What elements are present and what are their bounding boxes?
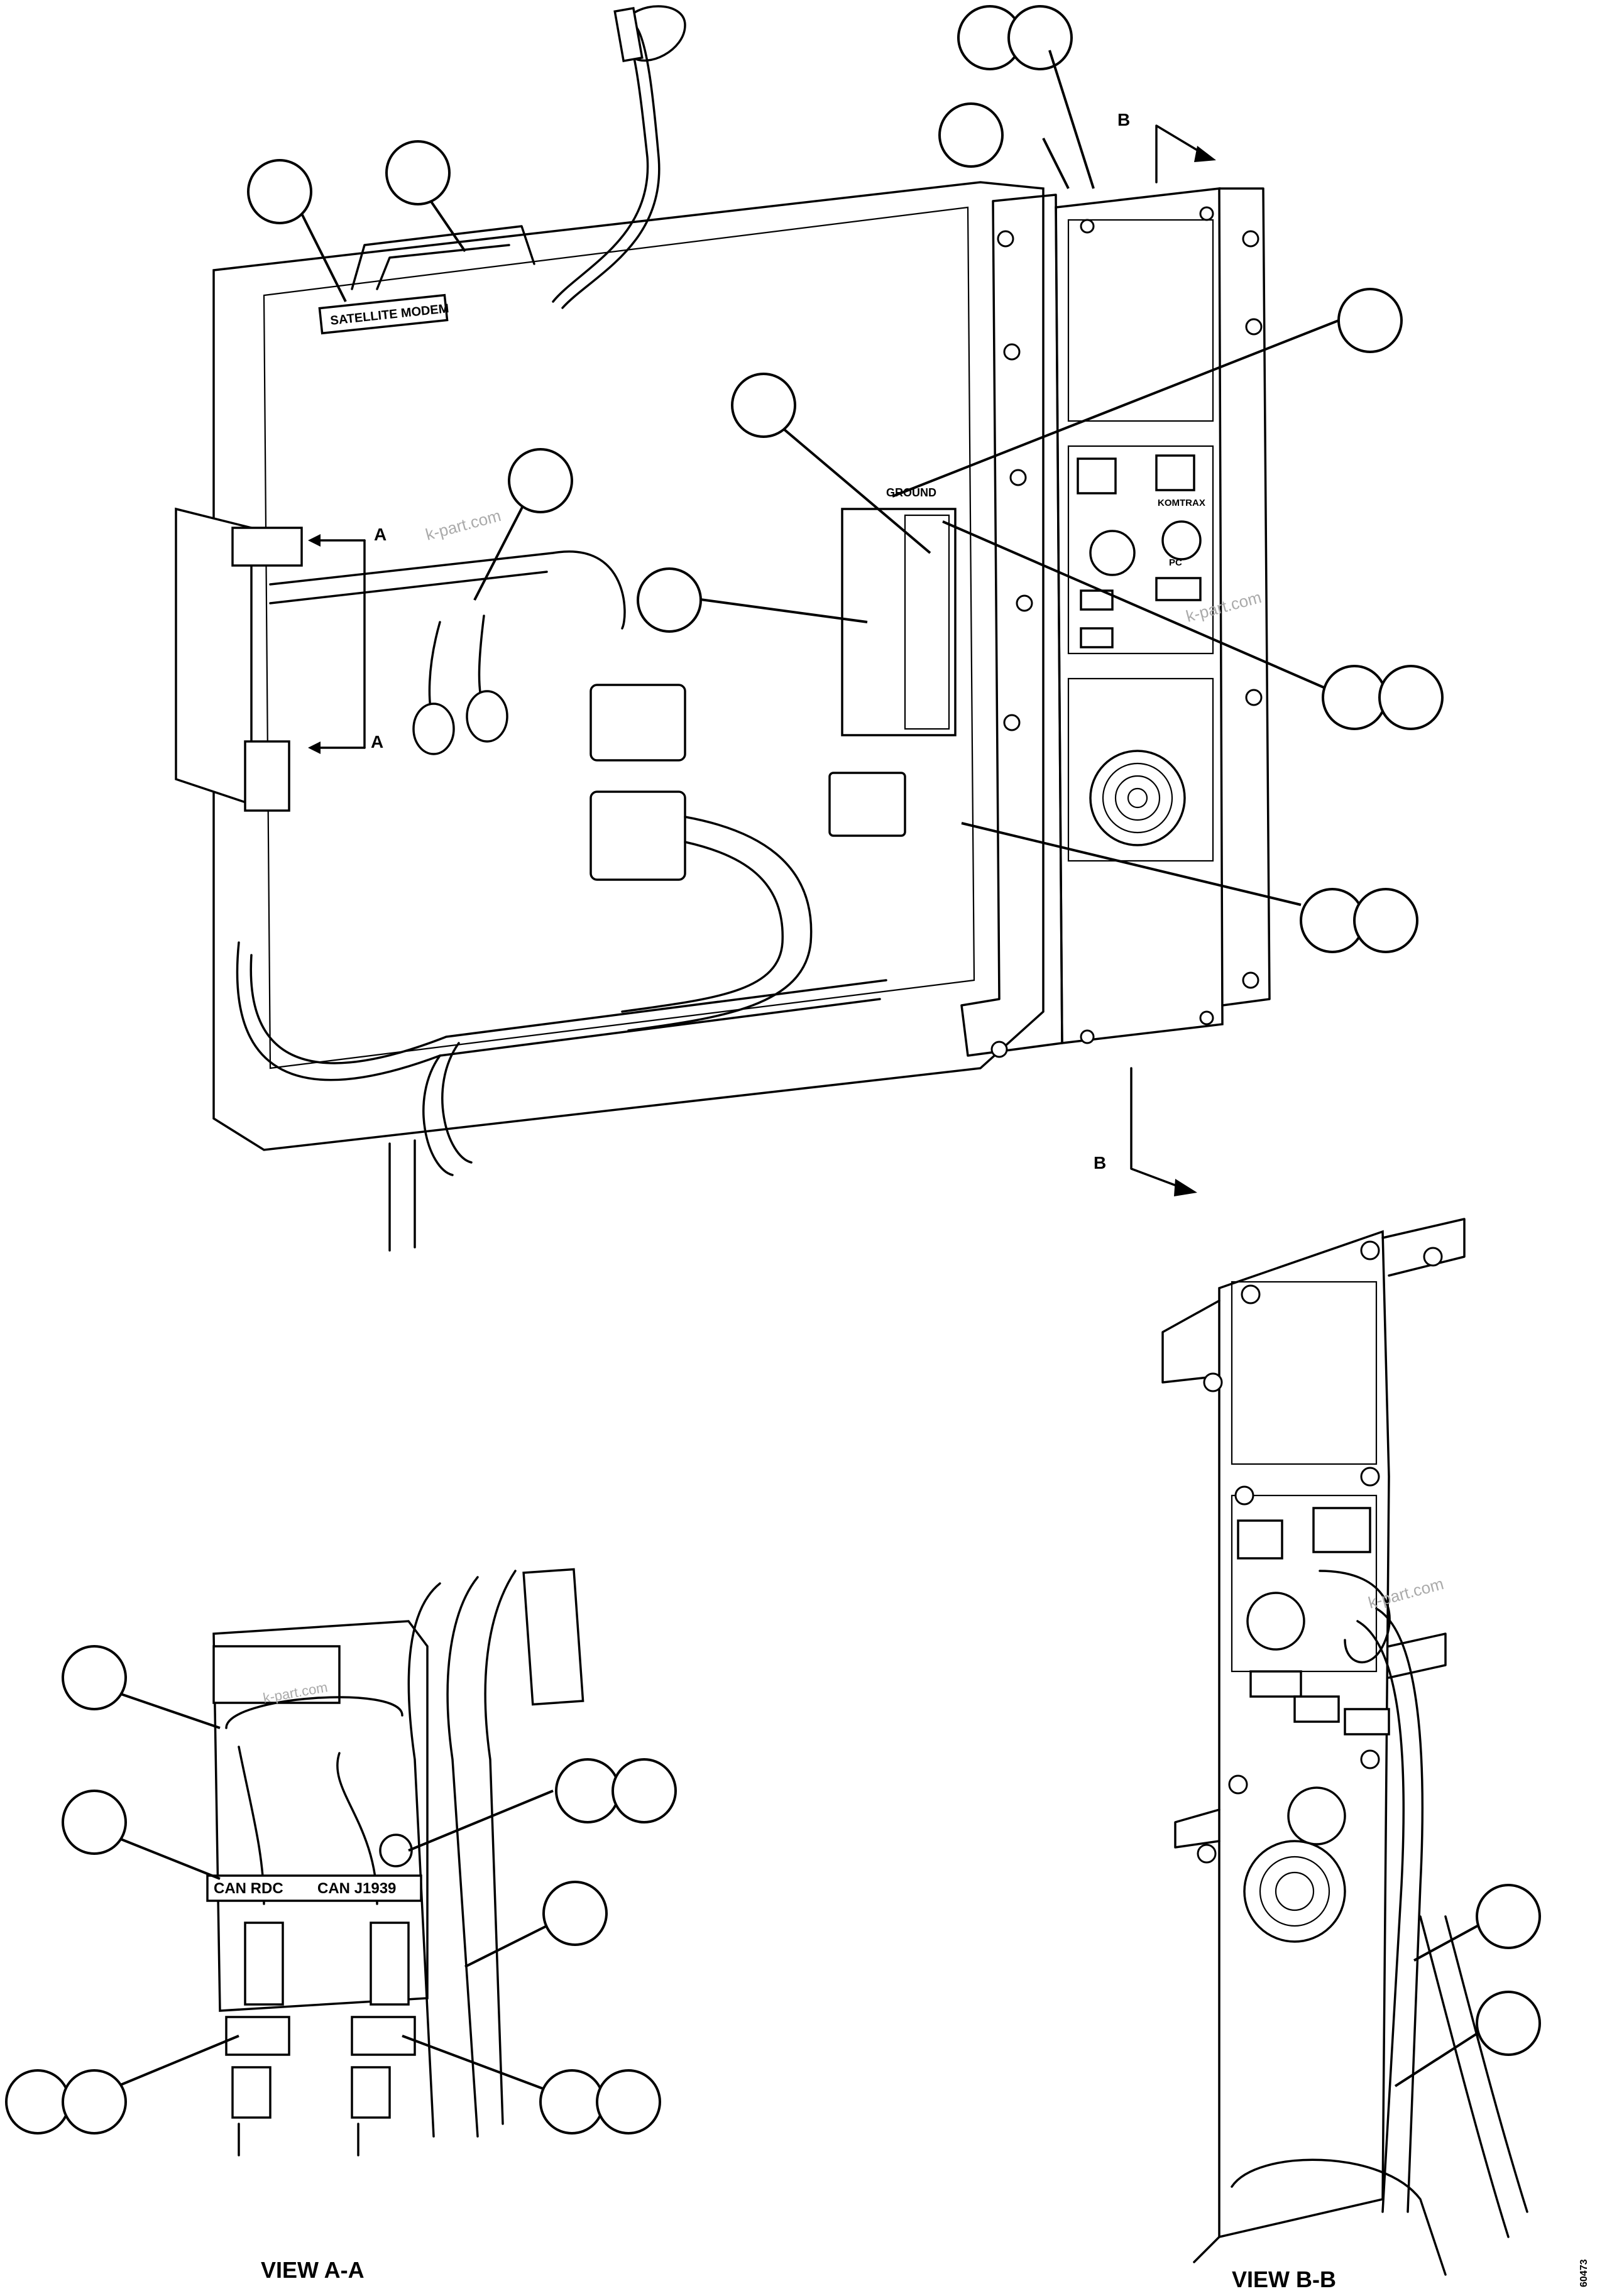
satellite-modem-label-plate <box>318 293 449 335</box>
callout-bubble <box>385 140 451 205</box>
view-aa-bracket <box>212 1620 429 2012</box>
view-bb-title: VIEW B-B <box>1232 2266 1336 2292</box>
section-b-line <box>1155 124 1205 183</box>
callout-bubble <box>62 2069 127 2135</box>
callout-bubble <box>1476 1991 1541 2056</box>
callout-bubble <box>1378 665 1444 730</box>
view-bb-panel <box>1218 1230 1390 2239</box>
main-view: SATELLITE MODEM GROUND <box>175 5 1444 1252</box>
main-plate <box>212 181 1045 1151</box>
speaker-grill-b-icon <box>1243 1840 1346 1943</box>
figure-code: 60473 <box>1579 2259 1589 2287</box>
callout-bubble <box>539 2069 605 2135</box>
view-aa-title: VIEW A-A <box>261 2257 365 2283</box>
pc-port-label: PC <box>1169 557 1182 568</box>
callout-bubble <box>5 2069 70 2135</box>
callout-bubble <box>1337 288 1403 353</box>
section-b-top-label: B <box>1117 110 1130 129</box>
callouts-view-aa <box>5 1645 677 2135</box>
callout-bubble <box>62 1790 127 1855</box>
callout-bubble <box>62 1645 127 1710</box>
callout-bubble <box>612 1758 677 1823</box>
callout-bubble <box>596 2069 661 2135</box>
view-aa: CAN RDC CAN J1939 k-part.com <box>5 1568 677 2283</box>
komtrax-port-label: KOMTRAX <box>1158 498 1205 508</box>
callout-bubble <box>731 373 796 438</box>
callout-bubble <box>1322 665 1387 730</box>
callout-bubble <box>508 448 573 513</box>
callout-bubble <box>555 1758 620 1823</box>
callout-bubble <box>1476 1884 1541 1949</box>
callout-bubble <box>1353 888 1418 953</box>
section-b-bottom-label: B <box>1094 1153 1106 1173</box>
section-a-bottom-label: A <box>371 732 383 752</box>
callout-bubble <box>637 567 702 633</box>
can-rdc-label: CAN RDC <box>214 1880 283 1897</box>
ground-label: GROUND <box>886 486 936 499</box>
section-a-top-label: A <box>374 525 387 544</box>
callout-bubble <box>542 1881 608 1946</box>
callouts-view-bb <box>1394 1884 1541 2087</box>
can-j1939-label: CAN J1939 <box>317 1880 396 1897</box>
callouts-main <box>247 5 1444 953</box>
speaker-grill-icon <box>1089 750 1186 846</box>
callout-bubble <box>247 159 312 224</box>
view-bb: k-part.com VIEW B-B 60473 <box>1161 1218 1589 2292</box>
callout-bubble <box>1007 5 1073 70</box>
callout-bubble <box>938 102 1004 168</box>
